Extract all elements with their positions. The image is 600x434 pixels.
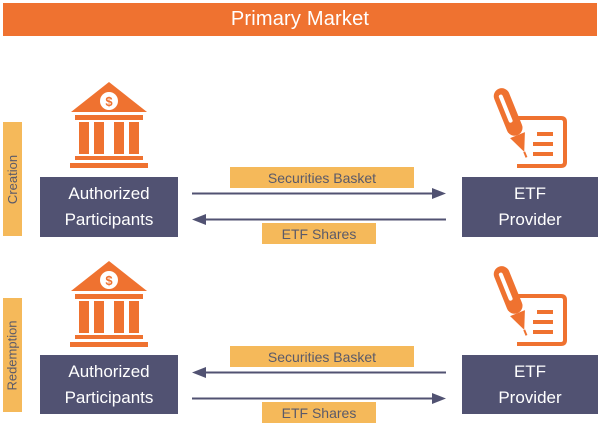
flow-label: ETF Shares xyxy=(281,404,357,421)
primary-market-header: Primary Market xyxy=(3,3,597,36)
creation-label-text: Creation xyxy=(5,154,21,204)
etf-line1: ETF xyxy=(513,361,547,381)
flow-label: Securities Basket xyxy=(267,348,377,365)
securities-basket-label-redemption: Securities Basket xyxy=(230,346,414,367)
authorized-participants-box-redemption: Authorized Participants xyxy=(40,355,178,414)
etf-shares-label-creation: ETF Shares xyxy=(262,223,376,244)
creation-label: Creation xyxy=(3,122,22,236)
ap-line2: Participants xyxy=(64,387,154,407)
securities-basket-label-creation: Securities Basket xyxy=(230,167,414,188)
arrow-left-shares-creation xyxy=(192,214,446,225)
arrow-right-shares-redemption xyxy=(192,393,446,404)
etf-provider-box-redemption: ETF Provider xyxy=(462,355,598,414)
authorized-participants-box-creation: Authorized Participants xyxy=(40,177,178,237)
etf-provider-box-creation: ETF Provider xyxy=(462,177,598,237)
arrow-left-securities-redemption xyxy=(192,367,446,378)
etf-line1: ETF xyxy=(513,184,547,203)
pen-document-icon xyxy=(493,88,567,168)
redemption-label-text: Redemption xyxy=(5,319,21,391)
redemption-label: Redemption xyxy=(3,298,22,412)
etf-line2: Provider xyxy=(498,210,562,229)
ap-line1: Authorized xyxy=(68,184,150,203)
bank-icon: $ xyxy=(70,261,148,347)
ap-line1: Authorized xyxy=(68,361,150,381)
flow-label: Securities Basket xyxy=(267,169,377,186)
pen-document-icon xyxy=(493,266,567,346)
bank-icon: $ xyxy=(70,82,148,168)
etf-shares-label-redemption: ETF Shares xyxy=(262,402,376,423)
etf-line2: Provider xyxy=(498,387,562,407)
header-title: Primary Market xyxy=(230,8,370,30)
flow-label: ETF Shares xyxy=(281,225,357,242)
svg-text:$: $ xyxy=(105,273,113,288)
ap-line2: Participants xyxy=(64,210,154,229)
arrow-right-securities-creation xyxy=(192,188,446,199)
svg-text:$: $ xyxy=(105,94,113,109)
